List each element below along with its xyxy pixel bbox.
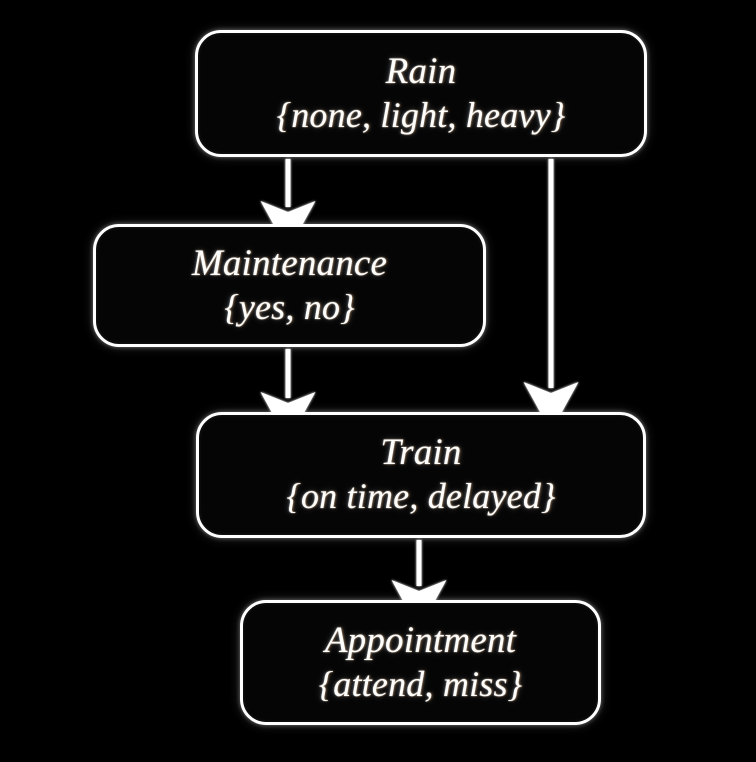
node-train[interactable]: Train {on time, delayed} xyxy=(196,412,646,538)
node-rain-states: {none, light, heavy} xyxy=(276,94,566,135)
node-rain[interactable]: Rain {none, light, heavy} xyxy=(195,30,647,157)
node-train-states: {on time, delayed} xyxy=(286,476,556,517)
node-maintenance[interactable]: Maintenance {yes, no} xyxy=(93,224,486,347)
node-train-title: Train xyxy=(380,432,462,474)
node-appointment-states: {attend, miss} xyxy=(318,663,523,704)
node-appointment-title: Appointment xyxy=(324,619,517,661)
node-maintenance-title: Maintenance xyxy=(191,242,388,284)
node-maintenance-states: {yes, no} xyxy=(224,286,355,327)
node-rain-title: Rain xyxy=(385,50,457,92)
node-appointment[interactable]: Appointment {attend, miss} xyxy=(240,600,601,725)
